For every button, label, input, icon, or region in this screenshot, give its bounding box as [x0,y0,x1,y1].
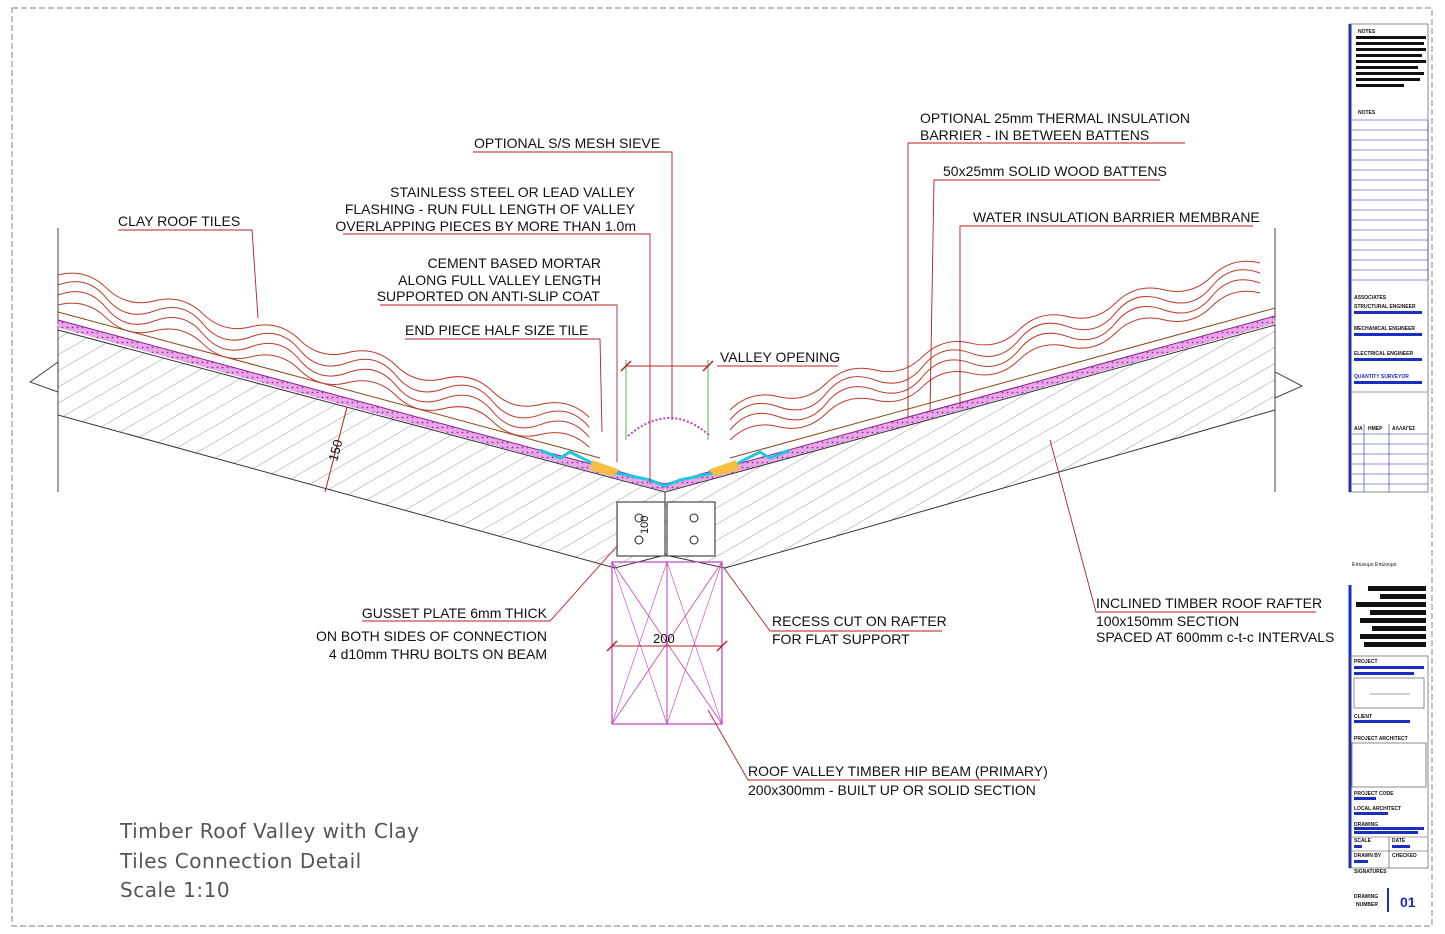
tb-local-architect: LOCAL ARCHITECT [1354,806,1401,812]
label-flashing-3: OVERLAPPING PIECES BY MORE THAN 1.0m [335,218,636,234]
label-flashing-1: STAINLESS STEEL OR LEAD VALLEY [390,184,635,200]
title-line-2: Tiles Connection Detail [119,849,362,873]
label-insulation-2: BARRIER - IN BETWEEN BATTENS [920,127,1149,143]
tb-associates: ASSOCIATES [1354,295,1387,301]
label-hip-1: ROOF VALLEY TIMBER HIP BEAM (PRIMARY) [748,763,1048,779]
tb-notes-2: NOTES [1358,110,1376,116]
label-gusset-2: ON BOTH SIDES OF CONNECTION [316,628,547,644]
tb-checked: CHECKED [1392,853,1417,859]
tb-drawing-number-2: NUMBER [1356,902,1378,908]
label-gusset-1: GUSSET PLATE 6mm THICK [362,605,548,621]
mesh-sieve [627,417,711,437]
label-clay-roof-tiles: CLAY ROOF TILES [118,213,240,229]
tb-redacted-firm [1356,586,1426,647]
right-clay-tiles [729,260,1261,441]
gusset-plate-left [616,501,666,557]
label-rafter-2: 100x150mm SECTION [1096,613,1239,629]
title-block: NOTES NOTES ASSOCIATES STRUCTURAL ENGINE… [1348,23,1429,912]
label-recess-1: RECESS CUT ON RAFTER [772,613,947,629]
label-mesh-sieve: OPTIONAL S/S MESH SIEVE [474,135,660,151]
right-mortar [708,460,740,476]
left-break-line [28,228,59,492]
label-gusset-3: 4 d10mm THRU BOLTS ON BEAM [329,646,547,662]
plate-dim-text: 100 [639,516,651,534]
tb-redacted-notes [1356,36,1426,87]
left-clay-tiles [57,272,590,448]
label-hip-2: 200x300mm - BUILT UP OR SOLID SECTION [748,782,1036,798]
tb-scale: SCALE [1354,838,1372,844]
tb-notes-1: NOTES [1358,29,1376,35]
tb-rev-date: ΗΜΕΡ [1368,426,1383,432]
leader-lines [118,142,1316,781]
title-line-3: Scale 1:10 [120,878,230,902]
label-mortar-3: SUPPORTED ON ANTI-SLIP COAT [377,288,601,304]
tb-project-code: PROJECT CODE [1354,791,1394,797]
section-drawing: 150 100 200 [28,228,1304,725]
tb-signatures: SIGNATURES [1354,869,1387,875]
callout-labels: CLAY ROOF TILES OPTIONAL S/S MESH SIEVE … [118,110,1334,798]
label-battens: 50x25mm SOLID WOOD BATTENS [943,163,1167,179]
label-rafter-1: INCLINED TIMBER ROOF RAFTER [1096,595,1322,611]
tb-client: CLIENT [1354,714,1372,720]
valley-flashing [539,448,791,488]
label-rafter-3: SPACED AT 600mm c-t-c INTERVALS [1096,629,1334,645]
left-rafter [57,329,666,569]
label-mortar-2: ALONG FULL VALLEY LENGTH [398,272,601,288]
tb-project-architect: PROJECT ARCHITECT [1354,736,1408,742]
label-mortar-1: CEMENT BASED MORTAR [428,255,601,271]
tb-project: PROJECT [1354,659,1378,665]
left-battens [57,311,601,459]
label-recess-2: FOR FLAT SUPPORT [772,631,910,647]
tb-drawing-number-1: DRAWING [1354,894,1378,900]
label-end-piece: END PIECE HALF SIZE TILE [405,322,588,338]
left-membrane [57,320,666,492]
label-valley-opening: VALLEY OPENING [720,349,840,365]
drawing-title: Timber Roof Valley with Clay Tiles Conne… [119,819,420,902]
rafter-depth-dim [324,406,348,493]
gusset-plate-right [666,501,716,557]
tb-date: DATE [1392,838,1406,844]
title-line-1: Timber Roof Valley with Clay [119,819,420,843]
tb-electrical: ELECTRICAL ENGINEER [1354,351,1413,357]
sheet-border [11,7,1433,927]
beam-width-text: 200 [653,631,675,646]
right-membrane [664,316,1276,492]
tb-quantity: QUANTITY SURVEYOR [1354,374,1409,380]
tb-drawn-by: DRAWN BY [1354,853,1382,859]
tb-structural: STRUCTURAL ENGINEER [1354,304,1416,310]
tb-rev-changes: ΑΛΛΑΓΕΣ [1392,426,1415,432]
label-membrane: WATER INSULATION BARRIER MEMBRANE [973,209,1260,225]
right-battens [729,307,1276,459]
tb-drawing-number: 01 [1400,894,1416,910]
tb-mechanical: MECHANICAL ENGINEER [1354,326,1415,332]
tb-drawing: DRAWING [1354,822,1378,828]
right-break-line [1274,228,1304,492]
left-mortar [590,460,620,476]
rafter-depth-text: 150 [325,438,345,463]
label-flashing-2: FLASHING - RUN FULL LENGTH OF VALLEY [345,201,636,217]
tb-rev-aa: A/A [1354,426,1363,432]
bolts [634,513,699,545]
label-insulation-1: OPTIONAL 25mm THERMAL INSULATION [920,110,1190,126]
tb-firm: Επώνυμο Επώνυμο [1352,561,1397,568]
